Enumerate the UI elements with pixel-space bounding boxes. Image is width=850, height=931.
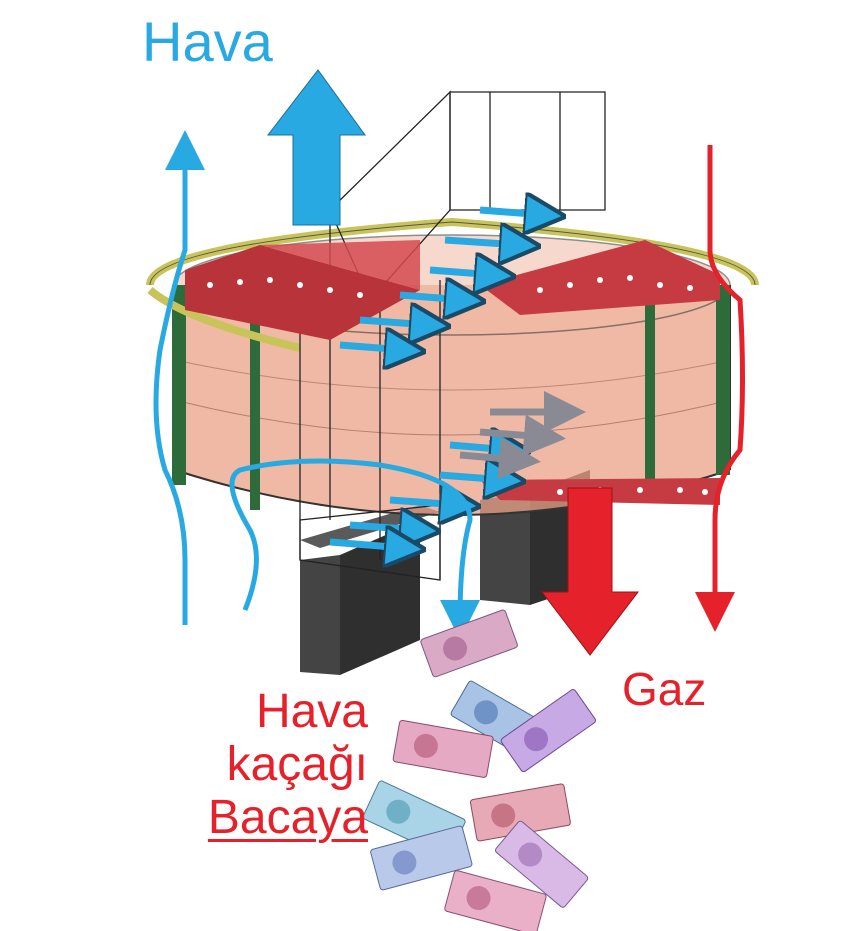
money-bills-icon (362, 609, 596, 931)
up-arrow-icon (266, 69, 366, 226)
gas-label: Gaz (622, 663, 707, 715)
air-leak-label-line2: kaçağı (226, 737, 368, 791)
air-leak-label-line3: Bacaya (207, 790, 368, 844)
gas-flow-arrows (459, 391, 586, 480)
down-arrow-icon (540, 487, 640, 656)
sector-plates (185, 240, 720, 505)
air-label: Hava (142, 10, 273, 73)
air-flow-arrows (329, 210, 545, 548)
air-streamlines (153, 130, 481, 640)
air-leak-label: Hava kaçağı Bacaya (207, 685, 368, 844)
gas-streamlines (695, 145, 745, 632)
air-leak-label-line1: Hava (255, 685, 368, 738)
frame-posts (172, 285, 730, 510)
